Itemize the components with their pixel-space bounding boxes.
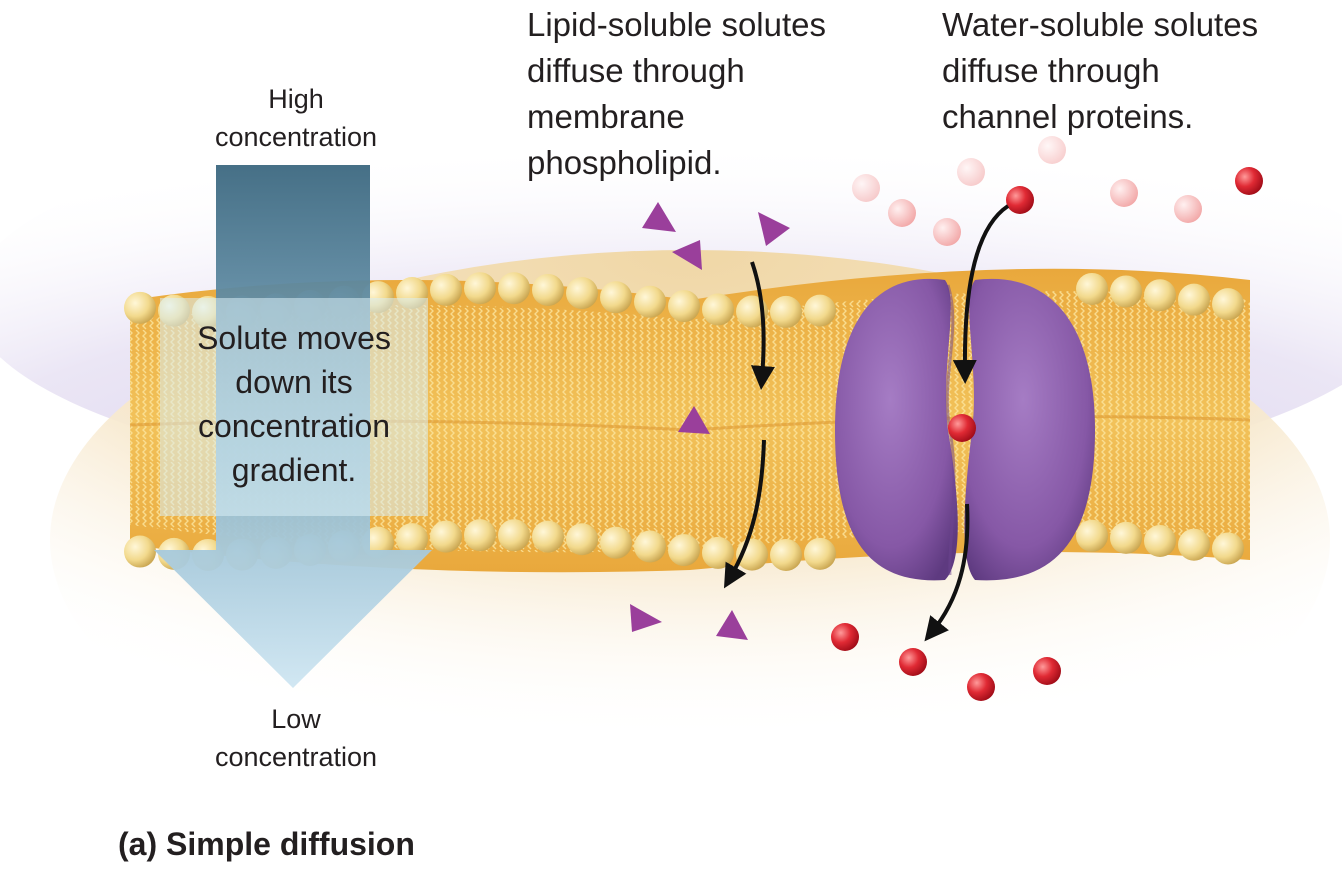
- high-concentration-label: High concentration: [214, 84, 378, 152]
- phospholipid-head: [634, 530, 666, 563]
- phospholipid-head: [532, 520, 564, 553]
- phospholipid-head: [1178, 528, 1210, 561]
- lipid-solute: [630, 604, 662, 632]
- water-solute: [1174, 195, 1202, 223]
- channel-path-arrow-2: [924, 503, 970, 642]
- water-solute: [1006, 186, 1034, 214]
- phospholipid-head: [464, 519, 496, 552]
- water-solute: [831, 623, 859, 651]
- gradient-note-label: Solute moves down its concentration grad…: [197, 320, 391, 488]
- phospholipid-head: [124, 535, 156, 568]
- water-solute: [967, 673, 995, 701]
- phospholipid-head: [498, 519, 530, 552]
- channel-protein: [835, 278, 1095, 581]
- phospholipid-head: [668, 534, 700, 567]
- lipid-path-arrow-2: [723, 439, 766, 589]
- phospholipid-head: [124, 291, 156, 324]
- gradient-note-box: [160, 298, 428, 516]
- low-concentration-label: Low concentration: [214, 704, 378, 772]
- phospholipid-head: [600, 281, 632, 314]
- water-solute: [888, 199, 916, 227]
- phospholipid-head: [430, 520, 462, 553]
- phospholipid-head: [1212, 532, 1244, 565]
- phospholipid-head: [532, 273, 564, 306]
- lipid-soluble-solutes: [630, 202, 790, 640]
- channel-path-arrow-1: [952, 204, 1010, 384]
- diffusion-arrows: [723, 204, 1010, 642]
- phospholipid-head: [634, 285, 666, 318]
- water-solute: [957, 158, 985, 186]
- phospholipid-head: [396, 523, 428, 556]
- phospholipid-head: [1076, 519, 1108, 552]
- phospholipid-head: [566, 277, 598, 310]
- phospholipid-head: [1212, 288, 1244, 321]
- lipid-solute: [716, 610, 748, 640]
- phospholipid-head: [1076, 272, 1108, 305]
- lipid-soluble-label: Lipid-soluble solutes diffuse through me…: [527, 6, 827, 181]
- phospholipid-head: [702, 536, 734, 569]
- water-solute: [1235, 167, 1263, 195]
- phospholipid-head: [770, 538, 802, 571]
- phospholipid-head: [770, 295, 802, 328]
- water-solute: [1038, 136, 1066, 164]
- water-solute: [852, 174, 880, 202]
- phospholipid-head: [566, 523, 598, 556]
- water-solute: [899, 648, 927, 676]
- lipid-solute: [678, 406, 710, 434]
- phospholipid-head: [430, 273, 462, 306]
- water-soluble-solutes: [831, 136, 1263, 701]
- phospholipid-head: [804, 294, 836, 327]
- lipid-solute: [642, 202, 676, 232]
- lipid-solute: [758, 212, 790, 246]
- phospholipid-head: [600, 526, 632, 559]
- phospholipid-head: [702, 293, 734, 326]
- lipid-path-arrow-1: [750, 261, 775, 390]
- water-solute: [1110, 179, 1138, 207]
- phospholipid-head: [1110, 275, 1142, 308]
- phospholipid-head: [1110, 521, 1142, 554]
- lipid-solute: [672, 240, 702, 270]
- figure-caption: (a) Simple diffusion: [118, 826, 415, 862]
- water-solute: [933, 218, 961, 246]
- phospholipid-head: [464, 272, 496, 305]
- concentration-gradient-arrow: [154, 165, 432, 688]
- phospholipid-head: [668, 290, 700, 323]
- water-solute: [1033, 657, 1061, 685]
- phospholipid-head: [1178, 283, 1210, 316]
- phospholipid-head: [498, 272, 530, 305]
- phospholipid-head: [1144, 525, 1176, 558]
- water-soluble-label: Water-soluble solutes diffuse through ch…: [942, 6, 1259, 135]
- phospholipid-head: [804, 537, 836, 570]
- water-solute: [948, 414, 976, 442]
- phospholipid-head: [1144, 279, 1176, 312]
